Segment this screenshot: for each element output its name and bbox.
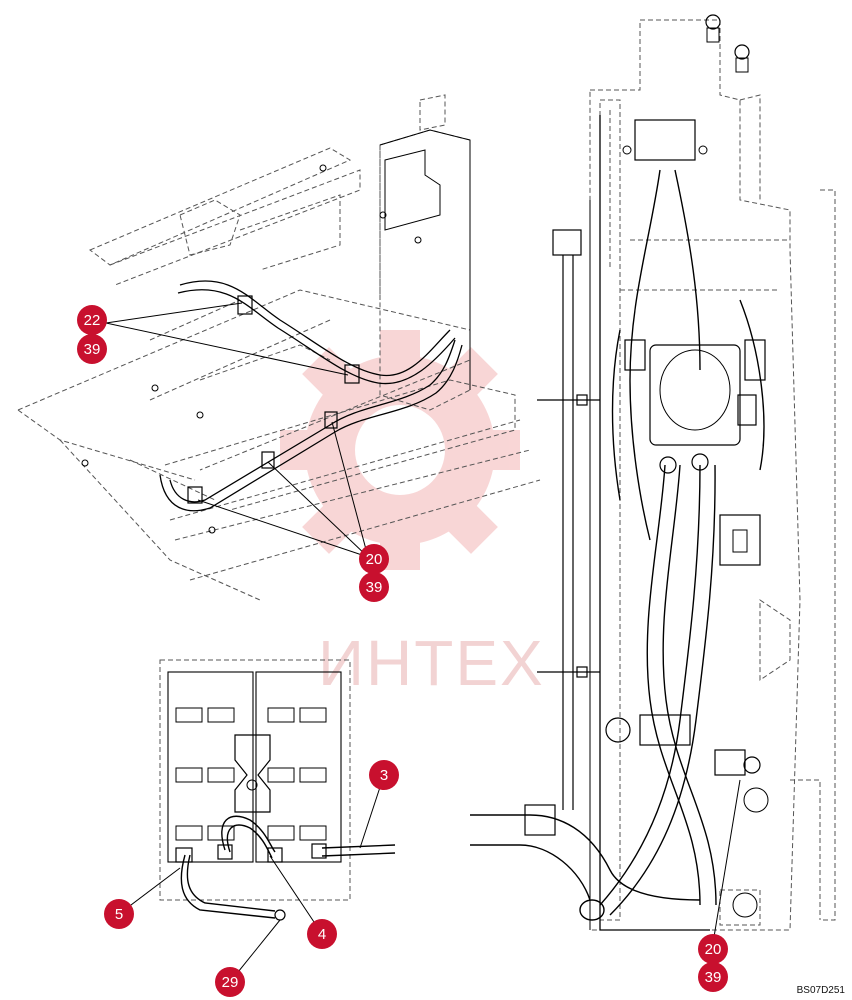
watermark: ИНТЕХ <box>280 330 545 699</box>
svg-text:39: 39 <box>705 969 722 986</box>
harness-clips <box>187 295 360 504</box>
callout-39-mid: 39 <box>359 572 389 602</box>
leader-lines-top <box>105 302 369 558</box>
frame-assembly <box>17 94 541 601</box>
cable-end <box>579 899 605 921</box>
battery-cables <box>180 815 396 919</box>
main-cable-bundle <box>599 169 765 916</box>
side-panel-assembly <box>470 14 836 944</box>
callout-39-bottom: 39 <box>698 962 728 992</box>
watermark-gear-icon <box>280 330 520 570</box>
watermark-text: ИНТЕХ <box>318 627 545 699</box>
battery-box <box>118 659 396 983</box>
svg-text:20: 20 <box>366 551 383 568</box>
leader-line-bottom-right <box>712 779 741 944</box>
harness-cable-upper <box>177 280 456 385</box>
svg-text:20: 20 <box>705 941 722 958</box>
svg-text:22: 22 <box>84 312 101 329</box>
svg-text:3: 3 <box>380 767 388 784</box>
harness-cable-lower <box>159 339 463 512</box>
callout-4: 4 <box>307 919 337 949</box>
battery-cells <box>175 707 327 841</box>
callouts: 22 39 20 39 3 5 4 29 <box>77 305 728 997</box>
callout-5: 5 <box>104 899 134 929</box>
callout-20-mid: 20 <box>359 544 389 574</box>
svg-text:4: 4 <box>318 926 326 943</box>
svg-text:29: 29 <box>222 974 239 991</box>
callout-22: 22 <box>77 305 107 335</box>
callout-3: 3 <box>369 760 399 790</box>
svg-text:5: 5 <box>115 906 123 923</box>
drawing-code: BS07D251 <box>797 985 846 996</box>
support-rod <box>537 229 600 810</box>
leader-lines-battery <box>118 774 385 983</box>
callout-20-bottom: 20 <box>698 934 728 964</box>
svg-text:39: 39 <box>84 341 101 358</box>
callout-29: 29 <box>215 967 245 997</box>
svg-text:39: 39 <box>366 579 383 596</box>
callout-39-top: 39 <box>77 334 107 364</box>
